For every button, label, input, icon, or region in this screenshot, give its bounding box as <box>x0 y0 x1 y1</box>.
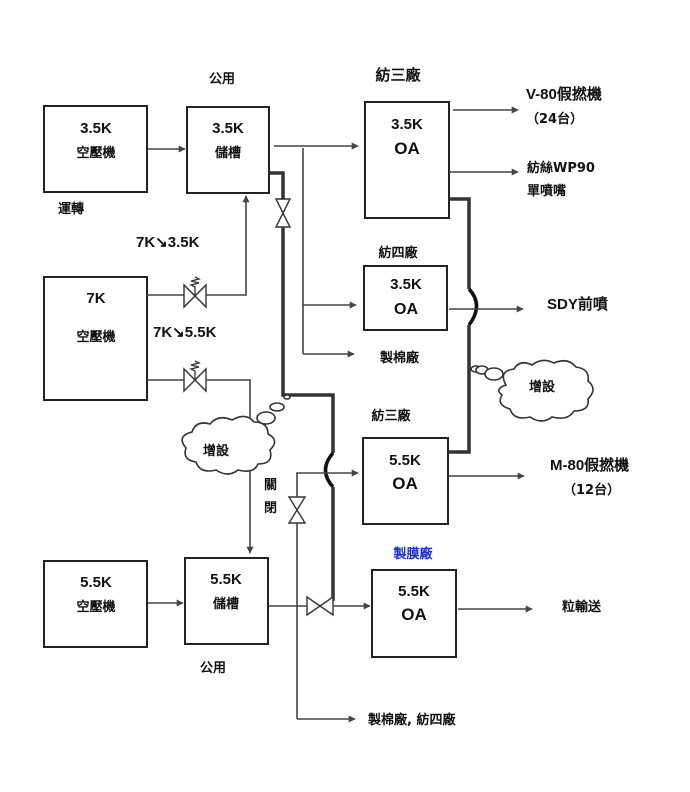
compressor-7k: 7K 空壓機 <box>43 276 148 401</box>
regulator-3-5k-label: 7K↘3.5K <box>136 234 200 251</box>
compressor-3-5k: 3.5K 空壓機 <box>43 105 148 193</box>
oa-label: OA <box>394 139 420 158</box>
output-m80: M-80假撚機 <box>550 456 629 474</box>
plant-label: 紡四廠 <box>378 245 418 261</box>
cloud-callout-new: 增設 <box>470 359 594 422</box>
pipe-thick <box>281 227 335 453</box>
oa-label: OA <box>394 301 418 318</box>
plant-label-film: 製膜廠 <box>392 546 433 562</box>
compressor-7k-label: 空壓機 <box>76 329 115 345</box>
pressure-regulator-valve-icon <box>183 360 207 393</box>
regulator-5-5k-label: 7K↘5.5K <box>153 324 217 341</box>
compressor-5-5k: 5.5K 空壓機 <box>43 560 148 648</box>
pipe-crossover-icon <box>323 451 335 489</box>
tank-5-5k: 5.5K 儲槽 <box>184 557 269 645</box>
gate-valve-icon <box>274 198 292 228</box>
oa-pressure: 5.5K <box>389 452 421 469</box>
tank-5-5k-shared-label: 公用 <box>200 661 226 676</box>
oa-label: OA <box>401 605 427 624</box>
cloud-callout-new: 增設 <box>181 394 291 475</box>
oa-pressure: 3.5K <box>390 276 422 293</box>
closed-label-char-1: 關 <box>264 478 277 493</box>
oa-pressure: 3.5K <box>391 116 423 133</box>
compressor-7k-pressure: 7K <box>86 290 105 307</box>
flow-arrow <box>296 469 359 497</box>
oa-5-5k-film-plant: 製膜廠 5.5K OA <box>371 546 457 658</box>
running-note: 運轉 <box>58 201 84 217</box>
tank-3-5k-label: 儲槽 <box>214 145 241 161</box>
compressor-3-5k-pressure: 3.5K <box>80 120 112 137</box>
tank-5-5k-label: 儲槽 <box>212 596 239 612</box>
output-m80-count: （12台） <box>563 482 620 498</box>
gate-valve-closed-icon <box>287 496 307 524</box>
flow-arrow <box>206 195 250 296</box>
pipe-crossover-icon <box>467 287 479 327</box>
output-pellet-conveying: 粒輸送 <box>562 599 602 615</box>
tank-3-5k-pressure: 3.5K <box>212 120 244 137</box>
output-sdy: SDY前噴 <box>547 295 608 313</box>
output-wp90-nozzle: 單噴嘴 <box>527 183 566 199</box>
pipe-thick <box>269 171 285 199</box>
output-cotton-and-spinning-4: 製棉廠, 紡四廠 <box>367 712 456 728</box>
output-cotton-plant: 製棉廠 <box>379 350 420 366</box>
pipe-thick <box>449 325 471 454</box>
oa-5-5k-spinning-3: 紡三廠 5.5K OA <box>362 408 449 525</box>
flow-arrow <box>206 379 254 554</box>
tank-5-5k-pressure: 5.5K <box>210 571 242 588</box>
tank-3-5k-shared-label: 公用 <box>209 72 235 87</box>
gate-valve-icon <box>306 595 334 617</box>
oa-label: OA <box>392 474 418 493</box>
tank-3-5k: 3.5K 儲槽 <box>186 106 270 194</box>
compressor-5-5k-pressure: 5.5K <box>80 574 112 591</box>
plant-label: 紡三廠 <box>375 66 421 84</box>
output-v80: V-80假撚機 <box>526 85 602 103</box>
output-v80-count: （24台） <box>526 111 583 127</box>
plant-label: 紡三廠 <box>371 408 411 424</box>
cloud-label: 增設 <box>203 443 230 459</box>
compressor-5-5k-label: 空壓機 <box>76 599 115 615</box>
output-wp90: 紡絲WP90 <box>527 160 595 176</box>
compressor-3-5k-label: 空壓機 <box>76 145 115 161</box>
oa-3-5k-spinning-3: 紡三廠 3.5K OA <box>364 66 450 219</box>
pipe-thick <box>449 197 471 289</box>
cloud-label: 增設 <box>529 379 556 395</box>
oa-3-5k-spinning-4: 紡四廠 3.5K OA <box>363 245 448 331</box>
closed-label-char-2: 閉 <box>264 501 277 516</box>
oa-pressure: 5.5K <box>398 583 430 600</box>
pressure-regulator-valve-icon <box>183 276 207 309</box>
